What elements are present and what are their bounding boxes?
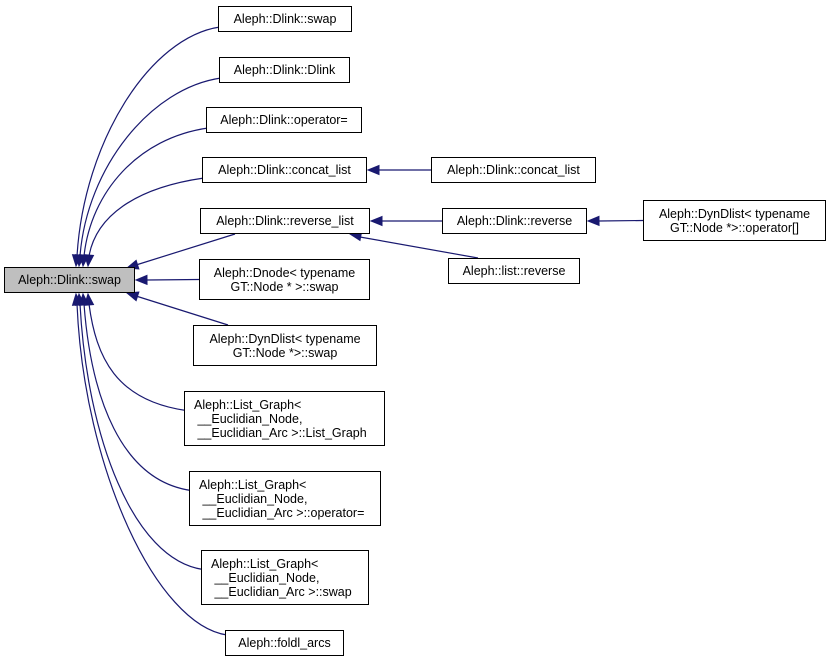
call-edge: [76, 303, 228, 636]
call-edge: [146, 278, 200, 281]
arrowhead-icon: [366, 164, 380, 176]
caller-node-list-graph-ctor[interactable]: Aleph::List_Graph< __Euclidian_Node, __E…: [184, 391, 385, 446]
node-label: Aleph::List_Graph< __Euclidian_Node, __E…: [194, 397, 367, 440]
node-label: Aleph::DynDlist< typename GT::Node *>::s…: [209, 331, 361, 360]
node-label: Aleph::Dlink::operator=: [220, 113, 348, 127]
node-label: Aleph::Dlink::Dlink: [233, 63, 336, 77]
call-edge: [88, 303, 187, 412]
caller-node-dnode-swap[interactable]: Aleph::Dnode< typename GT::Node * >::swa…: [199, 259, 370, 300]
caller-node-list-reverse[interactable]: Aleph::list::reverse: [448, 258, 580, 284]
call-edge: [79, 303, 204, 571]
call-edge: [598, 219, 644, 222]
caller-node-dlink-reverse-list[interactable]: Aleph::Dlink::reverse_list: [200, 208, 370, 234]
caller-node-dlink-concat-list[interactable]: Aleph::Dlink::concat_list: [202, 157, 367, 183]
arrowhead-icon: [125, 291, 140, 302]
root-node: Aleph::Dlink::swap: [4, 267, 135, 293]
caller-node-dlink-swap[interactable]: Aleph::Dlink::swap: [218, 6, 352, 32]
node-label: Aleph::List_Graph< __Euclidian_Node, __E…: [199, 477, 365, 520]
caller-node-dlink-concat-list-2[interactable]: Aleph::Dlink::concat_list: [431, 157, 596, 183]
arrowhead-icon: [134, 274, 148, 286]
caller-node-dyndlist-swap[interactable]: Aleph::DynDlist< typename GT::Node *>::s…: [193, 325, 377, 366]
caller-node-dlink-ctor[interactable]: Aleph::Dlink::Dlink: [219, 57, 350, 83]
call-edge: [359, 236, 479, 259]
caller-node-dyndlist-operator-index[interactable]: Aleph::DynDlist< typename GT::Node *>::o…: [643, 200, 826, 241]
node-label: Aleph::List_Graph< __Euclidian_Node, __E…: [211, 556, 352, 599]
call-edge: [83, 303, 192, 492]
arrowhead-icon: [369, 215, 383, 227]
node-label: Aleph::Dlink::concat_list: [447, 163, 580, 177]
arrowhead-icon: [71, 292, 83, 306]
caller-node-foldl-arcs[interactable]: Aleph::foldl_arcs: [225, 630, 344, 656]
caller-node-list-graph-operator-assign[interactable]: Aleph::List_Graph< __Euclidian_Node, __E…: [189, 471, 381, 526]
arrowhead-icon: [83, 254, 95, 268]
node-label: Aleph::foldl_arcs: [238, 636, 331, 650]
node-label: Aleph::Dlink::swap: [18, 273, 121, 287]
caller-node-dlink-reverse[interactable]: Aleph::Dlink::reverse: [442, 208, 587, 234]
call-edge: [88, 177, 205, 257]
call-edge: [79, 77, 222, 257]
caller-node-dlink-operator-assign[interactable]: Aleph::Dlink::operator=: [206, 107, 362, 133]
node-label: Aleph::Dnode< typename GT::Node * >::swa…: [213, 265, 356, 294]
node-label: Aleph::Dlink::concat_list: [218, 163, 351, 177]
caller-node-list-graph-swap[interactable]: Aleph::List_Graph< __Euclidian_Node, __E…: [201, 550, 369, 605]
node-label: Aleph::Dlink::swap: [233, 12, 337, 26]
arrowhead-icon: [586, 215, 600, 227]
node-label: Aleph::list::reverse: [462, 264, 566, 278]
call-edge: [135, 233, 236, 266]
node-label: Aleph::Dlink::reverse_list: [216, 214, 354, 228]
call-edge: [76, 26, 221, 257]
node-label: Aleph::DynDlist< typename GT::Node *>::o…: [658, 206, 811, 235]
node-label: Aleph::Dlink::reverse: [456, 214, 573, 228]
call-edge: [135, 295, 229, 326]
call-edge: [83, 127, 209, 257]
